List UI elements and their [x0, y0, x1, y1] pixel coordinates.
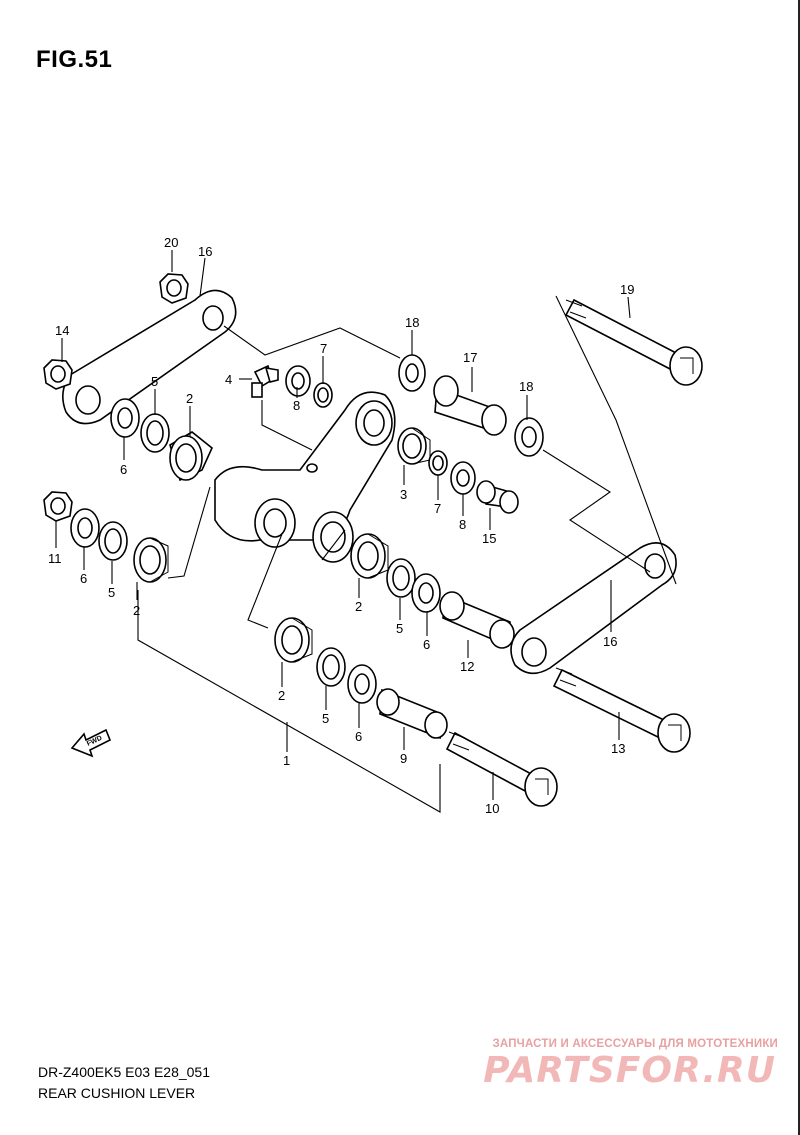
callout-14: 14	[55, 323, 69, 338]
callout-7-upper: 7	[320, 341, 327, 356]
part-3-bearing	[397, 427, 431, 465]
callout-1: 1	[283, 753, 290, 768]
part-9-spacer	[376, 688, 448, 740]
callout-15: 15	[482, 531, 496, 546]
callout-2-b: 2	[133, 603, 140, 618]
part-19-bolt	[564, 298, 703, 386]
part-7-oring-a	[313, 382, 333, 408]
callout-8-lower: 8	[459, 517, 466, 532]
part-6-washer-b	[70, 508, 100, 548]
callout-6-a: 6	[120, 462, 127, 477]
callout-13: 13	[611, 741, 625, 756]
callout-12: 12	[460, 659, 474, 674]
part-8-washer-b	[450, 461, 476, 495]
watermark-brand: PARTSFOR.RU	[483, 1050, 776, 1091]
model-code: DR-Z400EK5 E03 E28_051	[38, 1064, 210, 1080]
callout-8-upper: 8	[293, 398, 300, 413]
callout-2-d: 2	[278, 688, 285, 703]
callout-4: 4	[225, 372, 232, 387]
part-17-spacer	[433, 375, 507, 436]
callout-5-a: 5	[151, 374, 158, 389]
fwd-arrow-icon: FWD	[70, 728, 112, 758]
callout-2-a: 2	[186, 391, 193, 406]
callout-3: 3	[400, 487, 407, 502]
part-18-washer-a	[398, 354, 426, 392]
figure-title: FIG.51	[36, 46, 113, 73]
callout-6-d: 6	[355, 729, 362, 744]
part-20-nut	[159, 273, 189, 304]
part-2-bearing-b	[133, 537, 169, 583]
part-8-washer-a	[285, 365, 311, 397]
part-14-nut	[43, 359, 73, 390]
callout-19: 19	[620, 282, 634, 297]
callout-9: 9	[400, 751, 407, 766]
callout-18-right: 18	[519, 379, 533, 394]
part-15-spacer	[476, 480, 519, 514]
callout-20: 20	[164, 235, 178, 250]
part-6-washer-a	[110, 398, 140, 438]
part-2-bearing-d	[274, 617, 313, 663]
watermark-tagline: ЗАПЧАСТИ И АКСЕССУАРЫ ДЛЯ МОТОТЕХНИКИ	[492, 1038, 778, 1050]
callout-6-c: 6	[423, 637, 430, 652]
part-6-washer-d	[347, 664, 377, 704]
part-5-seal-c	[386, 558, 416, 598]
figure-caption: REAR CUSHION LEVER	[38, 1085, 196, 1101]
part-10-bolt	[445, 731, 558, 807]
part-18-washer-b	[514, 417, 544, 457]
callout-16-upper: 16	[198, 244, 212, 259]
callout-17: 17	[463, 350, 477, 365]
part-2-bearing-a	[169, 431, 213, 482]
assembly-lines	[167, 295, 677, 629]
page-border	[798, 0, 800, 1135]
callout-10: 10	[485, 801, 499, 816]
part-5-seal-b	[98, 521, 128, 561]
part-2-bearing-c	[350, 533, 389, 579]
part-16-rod-upper	[62, 289, 237, 425]
part-16-rod-lower	[510, 542, 677, 675]
callout-7-lower: 7	[434, 501, 441, 516]
assembly-bracket-1	[137, 590, 441, 813]
part-11-nut	[43, 491, 73, 522]
callout-18-upper: 18	[405, 315, 419, 330]
part-7-oring-b	[428, 450, 448, 476]
part-12-spacer	[439, 591, 515, 649]
part-6-washer-c	[411, 573, 441, 613]
callout-11: 11	[48, 551, 62, 566]
part-4-grease-nipple	[251, 364, 279, 398]
callout-5-d: 5	[322, 711, 329, 726]
callout-16-lower: 16	[603, 634, 617, 649]
callouts: 20 16 14 4 7 8 18 17 18 19 5 2 6 3 7 8 1…	[48, 235, 634, 816]
callout-6-b: 6	[80, 571, 87, 586]
callout-2-c: 2	[355, 599, 362, 614]
part-5-seal-d	[316, 647, 346, 687]
callout-5-c: 5	[396, 621, 403, 636]
leader-lines	[55, 250, 631, 800]
part-1-cushion-lever	[214, 391, 396, 563]
callout-5-b: 5	[108, 585, 115, 600]
part-13-bolt	[552, 667, 691, 753]
part-5-seal-a	[140, 413, 170, 453]
